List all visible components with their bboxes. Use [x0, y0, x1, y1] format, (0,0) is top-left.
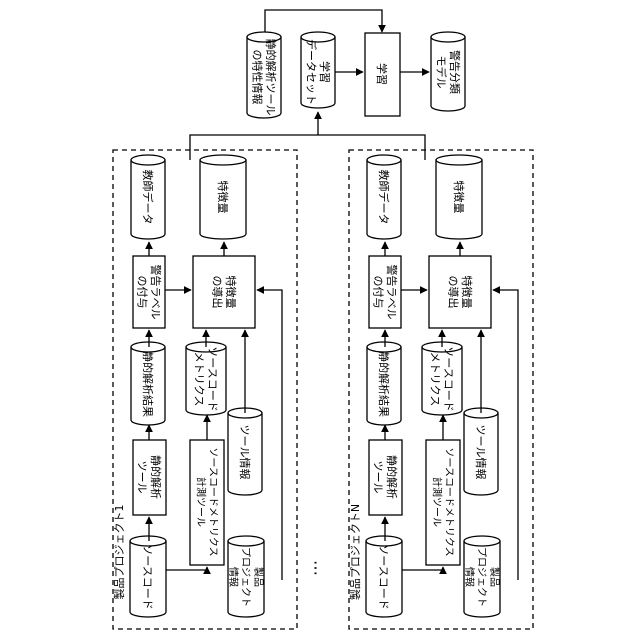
code-metrics-label: ソースコードメトリクス: [428, 346, 455, 411]
teacher-data-label: 教師データ: [377, 170, 391, 225]
feature-derive-label: 特徴量の導出: [446, 276, 474, 309]
static-tool-info-label: 静的解析ツールの特性情報: [250, 39, 278, 116]
feature-derive-label: 特徴量の導出: [210, 276, 238, 309]
analysis-result-label: 静的解析結果: [377, 351, 391, 417]
teacher-data-label: 教師データ: [141, 170, 155, 225]
project-n-title: 製品プロジェクトN: [348, 504, 362, 600]
analysis-result-label: 静的解析結果: [141, 351, 155, 417]
learning-label: 学習: [375, 63, 389, 85]
source-code-label: ソースコード: [141, 544, 154, 609]
ellipsis: …: [310, 560, 329, 576]
features-label: 特徴量: [216, 181, 230, 214]
tool-info-label: ツール情報: [238, 425, 251, 480]
features-label: 特徴量: [452, 181, 466, 214]
code-metrics-label: ソースコードメトリクス: [192, 346, 219, 411]
edge-source-metricstool: [166, 567, 207, 570]
project-1-group: 製品プロジェクト1 教師データ 特徴量 警告ラベルの付与 特徴量の導出 静的解析…: [112, 150, 297, 629]
edge-toolinfo-learning: [265, 10, 382, 32]
warning-model-label: 警告分類モデル: [434, 50, 462, 94]
static-tool-label: 静的解析ツール: [135, 455, 163, 499]
edge-source-metricstool: [402, 567, 443, 570]
tool-info-label: ツール情報: [474, 425, 487, 480]
static-tool-label: 静的解析ツール: [371, 455, 399, 499]
project-1-title: 製品プロジェクト1: [112, 505, 126, 600]
source-code-label: ソースコード: [377, 544, 390, 609]
project-n-group: 製品プロジェクトN 教師データ 特徴量 警告ラベルの付与 特徴量の導出 静的解析…: [348, 150, 533, 629]
